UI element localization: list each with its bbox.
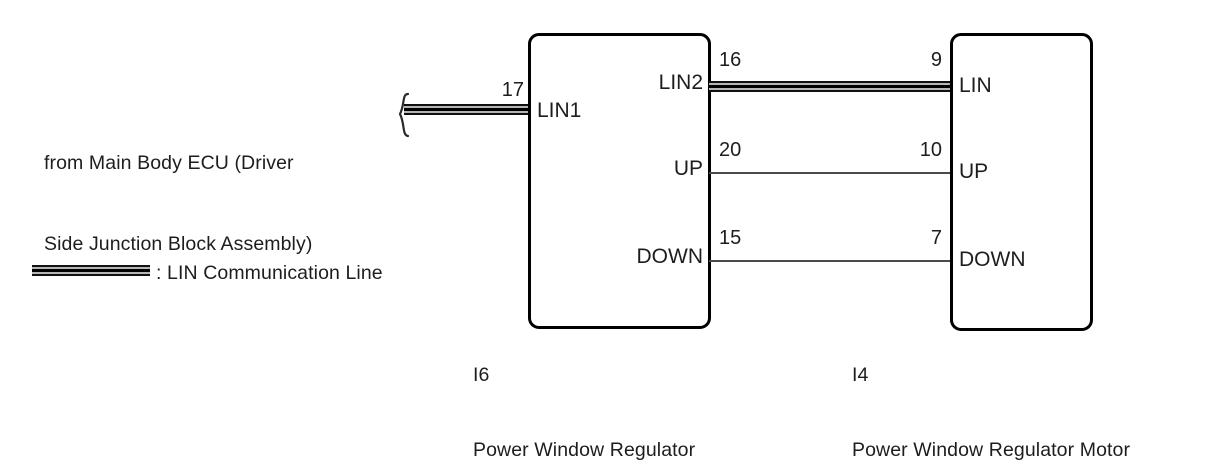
connector-code-i6: I6 [473, 364, 490, 386]
pin-number-15: 15 [719, 227, 742, 249]
pin-number-20: 20 [719, 139, 742, 161]
connector-box-i4[interactable] [950, 33, 1093, 331]
port-label-down-i4: DOWN [959, 248, 1026, 271]
connector-name-i6-line-1: Power Window Regulator [473, 439, 696, 461]
port-label-down-i6: DOWN [636, 245, 704, 268]
legend-label: : LIN Communication Line [156, 262, 383, 284]
connector-caption-i4: I4 Power Window Regulator Motor Assembly… [852, 313, 1130, 474]
connector-box-i6[interactable] [528, 33, 711, 329]
connector-code-i4: I4 [852, 364, 869, 386]
port-label-up-i6: UP [673, 157, 703, 180]
pin-number-17: 17 [501, 79, 524, 101]
port-label-lin2: LIN2 [658, 71, 703, 94]
port-label-lin1: LIN1 [537, 99, 582, 122]
lin-wire-i6-to-i4 [709, 81, 952, 92]
port-label-lin-i4: LIN [959, 74, 992, 97]
lin-wire-ecu-to-i6 [404, 104, 530, 115]
pin-number-10: 10 [919, 139, 942, 161]
legend-lin-line-swatch [32, 265, 150, 276]
source-note-line-1: from Main Body ECU (Driver [44, 152, 294, 174]
wire-up-i6-to-i4 [709, 172, 952, 174]
wire-down-i6-to-i4 [709, 260, 952, 262]
connector-name-i4-line-1: Power Window Regulator Motor [852, 439, 1131, 461]
source-note: from Main Body ECU (Driver Side Junction… [44, 96, 312, 312]
pin-number-16: 16 [719, 49, 742, 71]
connector-caption-i6: I6 Power Window Regulator Master Switch … [473, 313, 695, 474]
port-label-up-i4: UP [959, 160, 989, 183]
pin-number-7: 7 [930, 227, 942, 249]
source-note-line-2: Side Junction Block Assembly) [44, 233, 313, 255]
wire-open-end-brace-icon [398, 92, 410, 138]
pin-number-9: 9 [930, 49, 942, 71]
